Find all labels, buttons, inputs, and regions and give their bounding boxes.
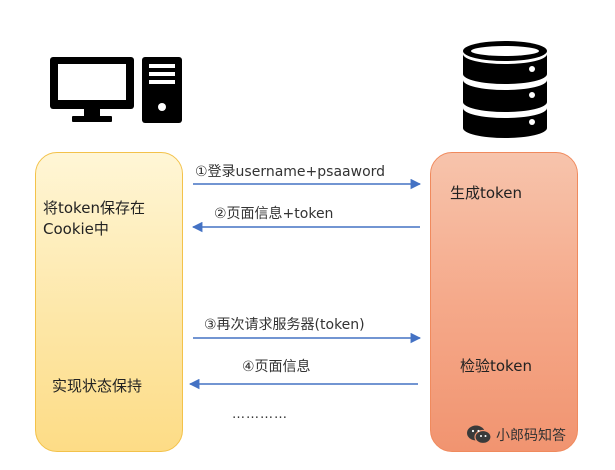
client-keep-state: 实现状态保持 (52, 377, 143, 395)
watermark-text: 小郎码知答 (496, 428, 566, 444)
wechat-icon (467, 425, 492, 445)
client-note-line1: 将token保存在 (43, 199, 145, 217)
message-4-label: ④页面信息 (242, 359, 311, 375)
database-icon (463, 41, 547, 138)
message-2-label: ②页面信息+token (214, 206, 334, 222)
client-note-line2: Cookie中 (43, 220, 109, 238)
server-lane (430, 152, 578, 452)
continuation-ellipsis: ………… (232, 407, 288, 422)
server-generate-token: 生成token (450, 184, 522, 202)
server-verify-token: 检验token (460, 357, 532, 375)
message-3-label: ③再次请求服务器(token) (204, 317, 365, 333)
computer-icon (50, 57, 182, 123)
message-1-label: ①登录username+psaaword (195, 164, 386, 180)
client-lane (35, 152, 183, 452)
